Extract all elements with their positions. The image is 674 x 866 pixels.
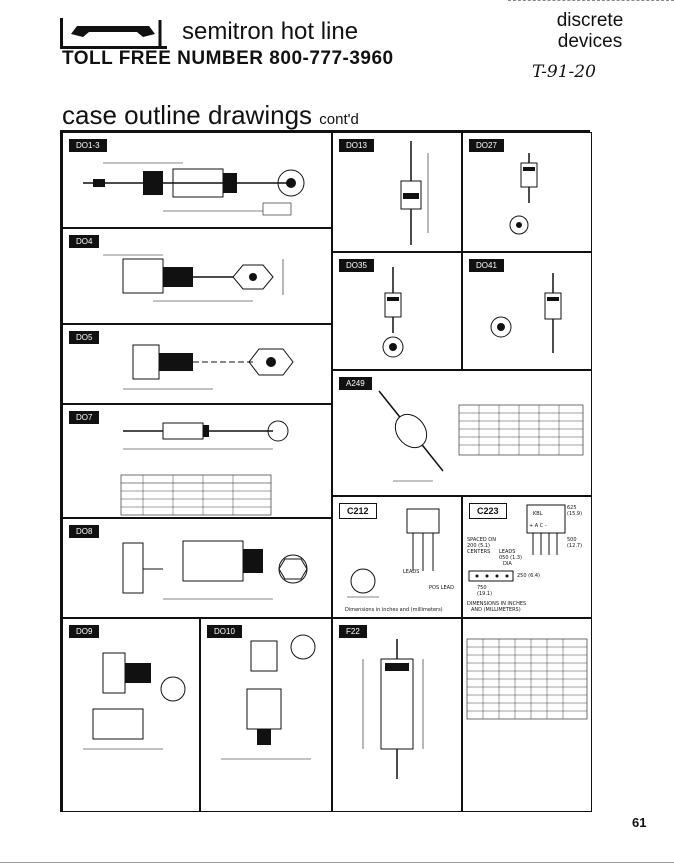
c223-dim-625: 625 (15.9)	[567, 505, 583, 517]
panel-label: DO13	[339, 139, 374, 152]
section-title-suffix: cont'd	[319, 111, 359, 128]
c223-dim-500: 500 (12.7)	[567, 537, 583, 549]
c223-spacing: SPACED ON	[467, 537, 496, 543]
top-rule	[508, 0, 674, 2]
do35-drawing	[382, 267, 404, 358]
hotline-title: semitron hot line	[182, 18, 359, 45]
c212-leads-label: LEADS	[403, 569, 420, 575]
panel-do8: DO8	[62, 518, 332, 618]
c223-dim-191: (19.1)	[477, 591, 493, 597]
do13-drawing	[400, 141, 429, 245]
do1-3-drawing	[83, 162, 305, 216]
c223-ac: + A C -	[529, 523, 547, 529]
f22-drawing	[362, 639, 424, 779]
panel-label: C223	[469, 503, 507, 519]
panel-do41: DO41	[462, 252, 592, 370]
c212-drawing	[347, 508, 440, 598]
do41-drawing	[490, 273, 562, 353]
section-title-text: case outline drawings	[62, 100, 313, 130]
f22-dimension-table	[466, 638, 588, 720]
panel-label: DO1-3	[69, 139, 107, 152]
do9-drawing	[83, 652, 186, 750]
c212-caption: Dimensions in inches and (millimeters)	[345, 607, 443, 613]
c223-dia: DIA	[503, 561, 512, 567]
phone-handset-icon	[71, 20, 162, 46]
panel-do5: DO5	[62, 324, 332, 404]
do10-drawing	[221, 634, 316, 760]
panel-label: DO41	[469, 259, 504, 272]
do7-drawing	[120, 420, 289, 516]
panel-do4: DO4	[62, 228, 332, 324]
c223-dims-inches: DIMENSIONS IN INCHES	[467, 601, 527, 607]
c223-drawing	[468, 504, 566, 582]
handwritten-note: T-91-20	[532, 62, 596, 82]
panel-c212: C212 LEADS POS LEAD Dimensions in inches…	[332, 496, 462, 618]
panel-label: DO9	[69, 625, 100, 638]
c223-dim-250: 250 (6.4)	[517, 573, 540, 579]
drawings-frame: DO1-3 DO4 DO5	[60, 130, 592, 812]
panel-label: DO8	[69, 525, 100, 538]
panel-do1-3: DO1-3	[62, 132, 332, 228]
panel-do10: DO10	[200, 618, 332, 812]
category-line-2: devices	[557, 31, 623, 52]
category-heading: discrete devices	[540, 10, 640, 52]
panel-label: DO7	[69, 411, 100, 424]
panel-label: C212	[339, 503, 377, 519]
phone-logo-icon	[60, 18, 167, 49]
panel-label: DO5	[69, 331, 100, 344]
c223-kbl: KBL	[533, 511, 543, 517]
c223-lead-dia: 050 (1.3)	[499, 555, 522, 561]
bottom-rule	[0, 862, 674, 863]
panel-do27: DO27	[462, 132, 592, 252]
panel-c223: C223 KBL + A C - 625 (15.9) 500 (12.7) S…	[462, 496, 592, 618]
panel-f22: F22	[332, 618, 462, 812]
panel-label: F22	[339, 625, 367, 638]
panel-label: DO4	[69, 235, 100, 248]
panel-label: DO35	[339, 259, 374, 272]
panel-a249: A249	[332, 370, 592, 496]
c223-centers: CENTERS	[467, 549, 491, 555]
c223-dim-750: 750	[477, 585, 487, 591]
c223-spacing-value: 200 (5.1)	[467, 543, 490, 549]
category-line-1: discrete	[556, 10, 624, 31]
panel-do7: DO7	[62, 404, 332, 518]
c223-leads: LEADS	[499, 549, 516, 555]
page-number: 61	[632, 815, 647, 830]
panel-label: A249	[339, 377, 372, 390]
panel-label: DO10	[207, 625, 242, 638]
do27-drawing	[509, 153, 538, 235]
panel-do13: DO13	[332, 132, 462, 252]
panel-f22-table	[462, 618, 592, 812]
do8-drawing	[122, 540, 308, 600]
panel-do35: DO35	[332, 252, 462, 370]
c212-pos-label: POS LEAD	[429, 585, 454, 591]
do4-drawing	[103, 254, 284, 302]
toll-free-number: TOLL FREE NUMBER 800-777-3960	[62, 48, 394, 69]
c223-dims-mm: AND (MILLIMETERS)	[471, 607, 521, 613]
panel-label: DO27	[469, 139, 504, 152]
do5-drawing	[123, 344, 294, 390]
panel-do9: DO9	[62, 618, 200, 812]
section-title: case outline drawings cont'd	[62, 100, 359, 131]
a249-drawing	[378, 390, 584, 482]
